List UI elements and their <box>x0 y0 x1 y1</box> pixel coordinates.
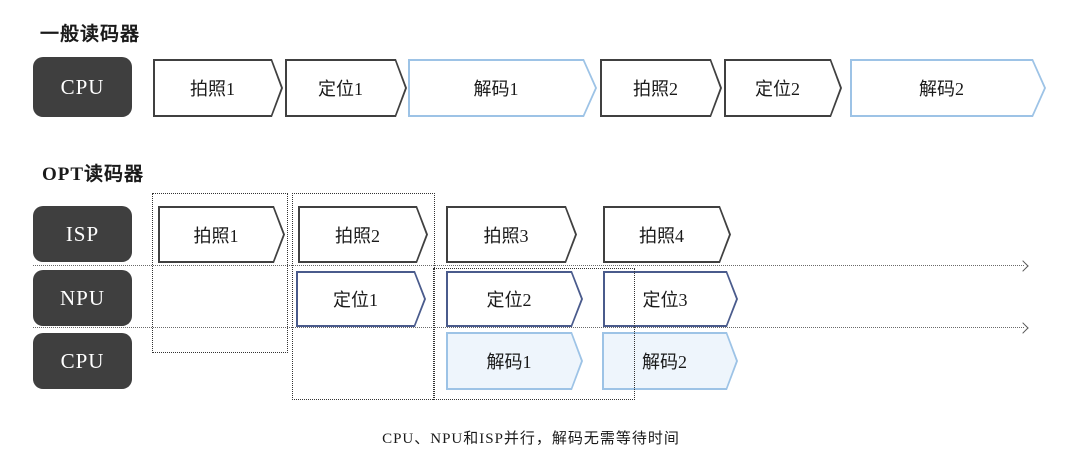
shape-fill <box>298 273 424 325</box>
opt-npu-task-locate-3: 定位3 <box>603 271 738 327</box>
task-label: 定位3 <box>642 290 688 310</box>
opt-npu-box: NPU <box>33 270 132 326</box>
opt-isp-task-capture-3: 拍照3 <box>446 206 577 263</box>
opt-cpu-task-decode-1: 解码1 <box>446 332 583 390</box>
opt-cpu-task-decode-2: 解码2 <box>602 332 738 390</box>
task-label: 拍照1 <box>193 225 239 246</box>
opt-npu-label: NPU <box>59 285 105 310</box>
shape-fill <box>604 334 736 388</box>
timeline-arrow-icon <box>1017 260 1029 272</box>
shape-fill <box>605 208 729 261</box>
general-task-decode-2: 解码2 <box>850 59 1046 117</box>
task-label: 解码2 <box>642 352 687 372</box>
opt-npu-task-locate-2: 定位2 <box>446 271 583 327</box>
general-task-locate-1: 定位1 <box>285 59 407 117</box>
general-cpu-box: CPU <box>33 57 132 117</box>
general-task-decode-1: 解码1 <box>408 59 597 117</box>
opt-cpu-box: CPU <box>33 333 132 389</box>
shape-fill <box>410 61 595 115</box>
shape-fill <box>602 61 720 115</box>
stage-group-box-2 <box>292 193 435 400</box>
task-label: 拍照2 <box>335 225 380 246</box>
general-task-locate-2: 定位2 <box>724 59 842 117</box>
footer-caption: CPU、NPU和ISP并行，解码无需等待时间 <box>382 431 680 447</box>
opt-isp-task-capture-2: 拍照2 <box>298 206 428 263</box>
general-task-capture-1: 拍照1 <box>153 59 283 117</box>
general-reader-title: 一般读码器 <box>40 24 141 45</box>
timeline-dotted-line-npu-cpu <box>33 327 1024 328</box>
task-label: 解码1 <box>473 79 519 99</box>
task-label: 拍照2 <box>633 79 678 99</box>
stage-group-box-3 <box>433 268 635 400</box>
task-label: 拍照4 <box>639 225 684 246</box>
opt-isp-box: ISP <box>33 206 132 262</box>
opt-isp-task-capture-4: 拍照4 <box>603 206 731 263</box>
opt-npu-task-locate-1: 定位1 <box>296 271 426 327</box>
opt-isp-label: ISP <box>65 221 100 246</box>
shape-fill <box>287 61 405 115</box>
stage-group-box-1 <box>152 193 288 353</box>
shape-fill <box>300 208 426 261</box>
general-cpu-label: CPU <box>60 74 105 99</box>
task-label: 定位1 <box>333 290 378 310</box>
opt-cpu-label: CPU <box>60 348 105 373</box>
task-label: 解码2 <box>919 79 964 99</box>
timeline-dotted-line-isp-npu <box>33 265 1024 266</box>
shape-fill <box>852 61 1044 115</box>
shape-fill <box>605 273 736 325</box>
shape-fill <box>448 208 575 261</box>
task-label: 拍照3 <box>483 225 529 246</box>
opt-reader-title: OPT读码器 <box>42 164 145 185</box>
task-label: 定位1 <box>318 79 363 99</box>
shape-fill <box>726 61 840 115</box>
task-label: 定位2 <box>486 290 532 310</box>
general-task-capture-2: 拍照2 <box>600 59 722 117</box>
shape-fill <box>160 208 283 261</box>
shape-fill <box>448 273 581 325</box>
shape-fill <box>448 334 581 388</box>
task-label: 拍照1 <box>190 79 235 99</box>
shape-fill <box>155 61 281 115</box>
opt-isp-task-capture-1: 拍照1 <box>158 206 285 263</box>
task-label: 定位2 <box>755 79 800 99</box>
task-label: 解码1 <box>486 352 532 372</box>
timeline-arrow-icon <box>1017 322 1029 334</box>
